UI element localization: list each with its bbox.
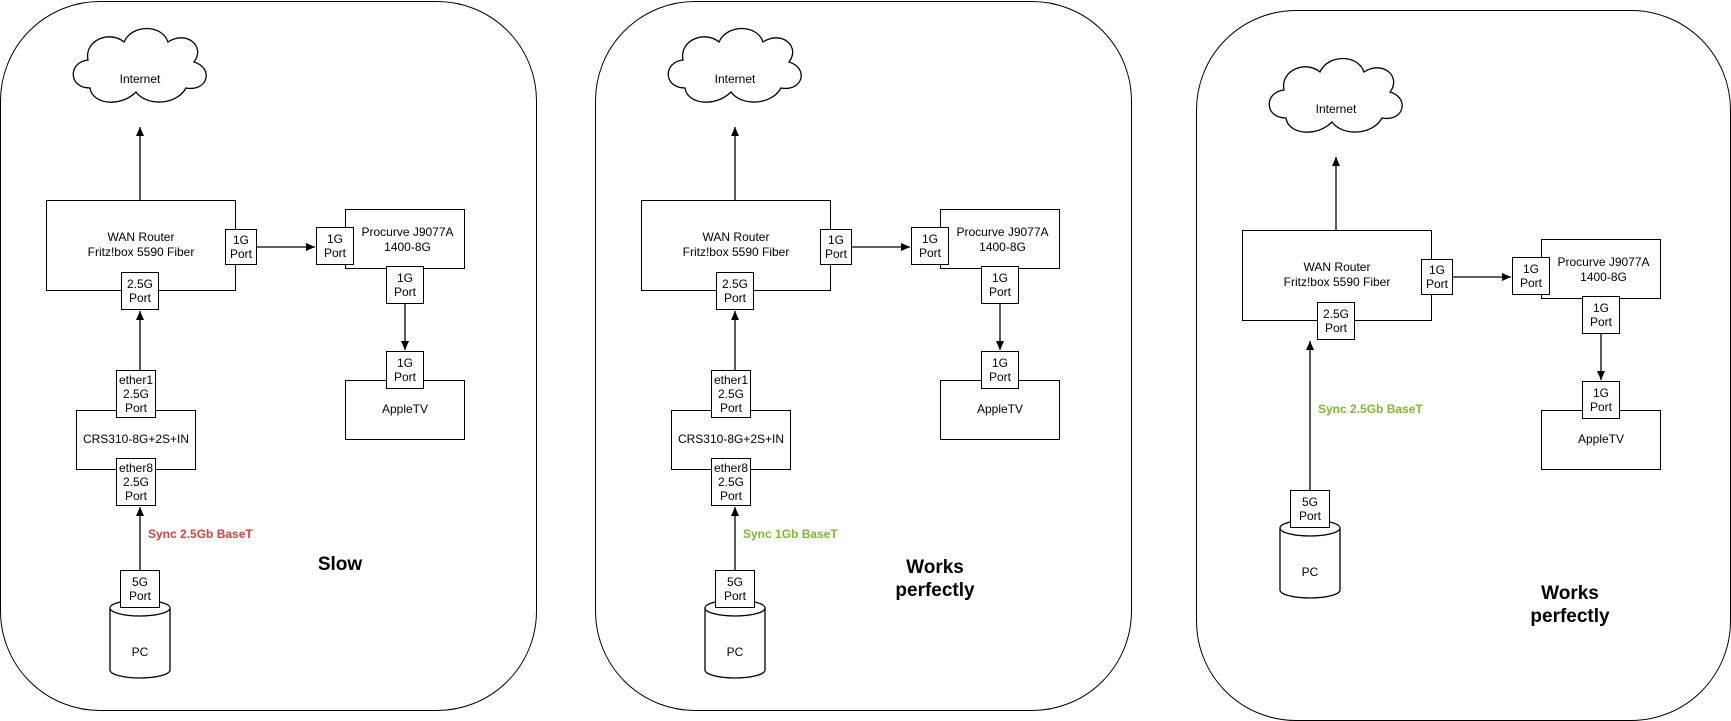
pc-icon [704, 599, 766, 679]
procurve-switch [940, 209, 1060, 269]
appletv-label: AppleTV [976, 402, 1024, 416]
status-label: Slow [317, 554, 363, 575]
internet-label: Internet [1315, 102, 1357, 116]
internet-cloud-icon [72, 28, 207, 103]
crs310-label: CRS310-8G+2S+IN [82, 432, 190, 446]
sync-speed-label: Sync 2.5Gb BaseT [148, 527, 253, 541]
pc-label: PC [726, 645, 744, 659]
pc-icon [109, 599, 171, 679]
sync-speed-label: Sync 1Gb BaseT [743, 527, 838, 541]
internet-label: Internet [714, 72, 756, 86]
internet-label: Internet [119, 72, 161, 86]
scenario-panel [0, 1, 537, 711]
appletv-label: AppleTV [381, 402, 429, 416]
appletv [940, 380, 1060, 440]
appletv-label: AppleTV [1577, 432, 1625, 446]
internet-cloud-icon [667, 28, 802, 103]
sync-speed-label: Sync 2.5Gb BaseT [1318, 402, 1423, 416]
scenario-panel [595, 1, 1132, 711]
internet-cloud-icon [1268, 58, 1403, 133]
pc-icon [1279, 519, 1341, 599]
pc-label: PC [1301, 565, 1319, 579]
procurve-switch [345, 209, 465, 269]
crs310-label: CRS310-8G+2S+IN [677, 432, 785, 446]
pc-label: PC [131, 645, 149, 659]
